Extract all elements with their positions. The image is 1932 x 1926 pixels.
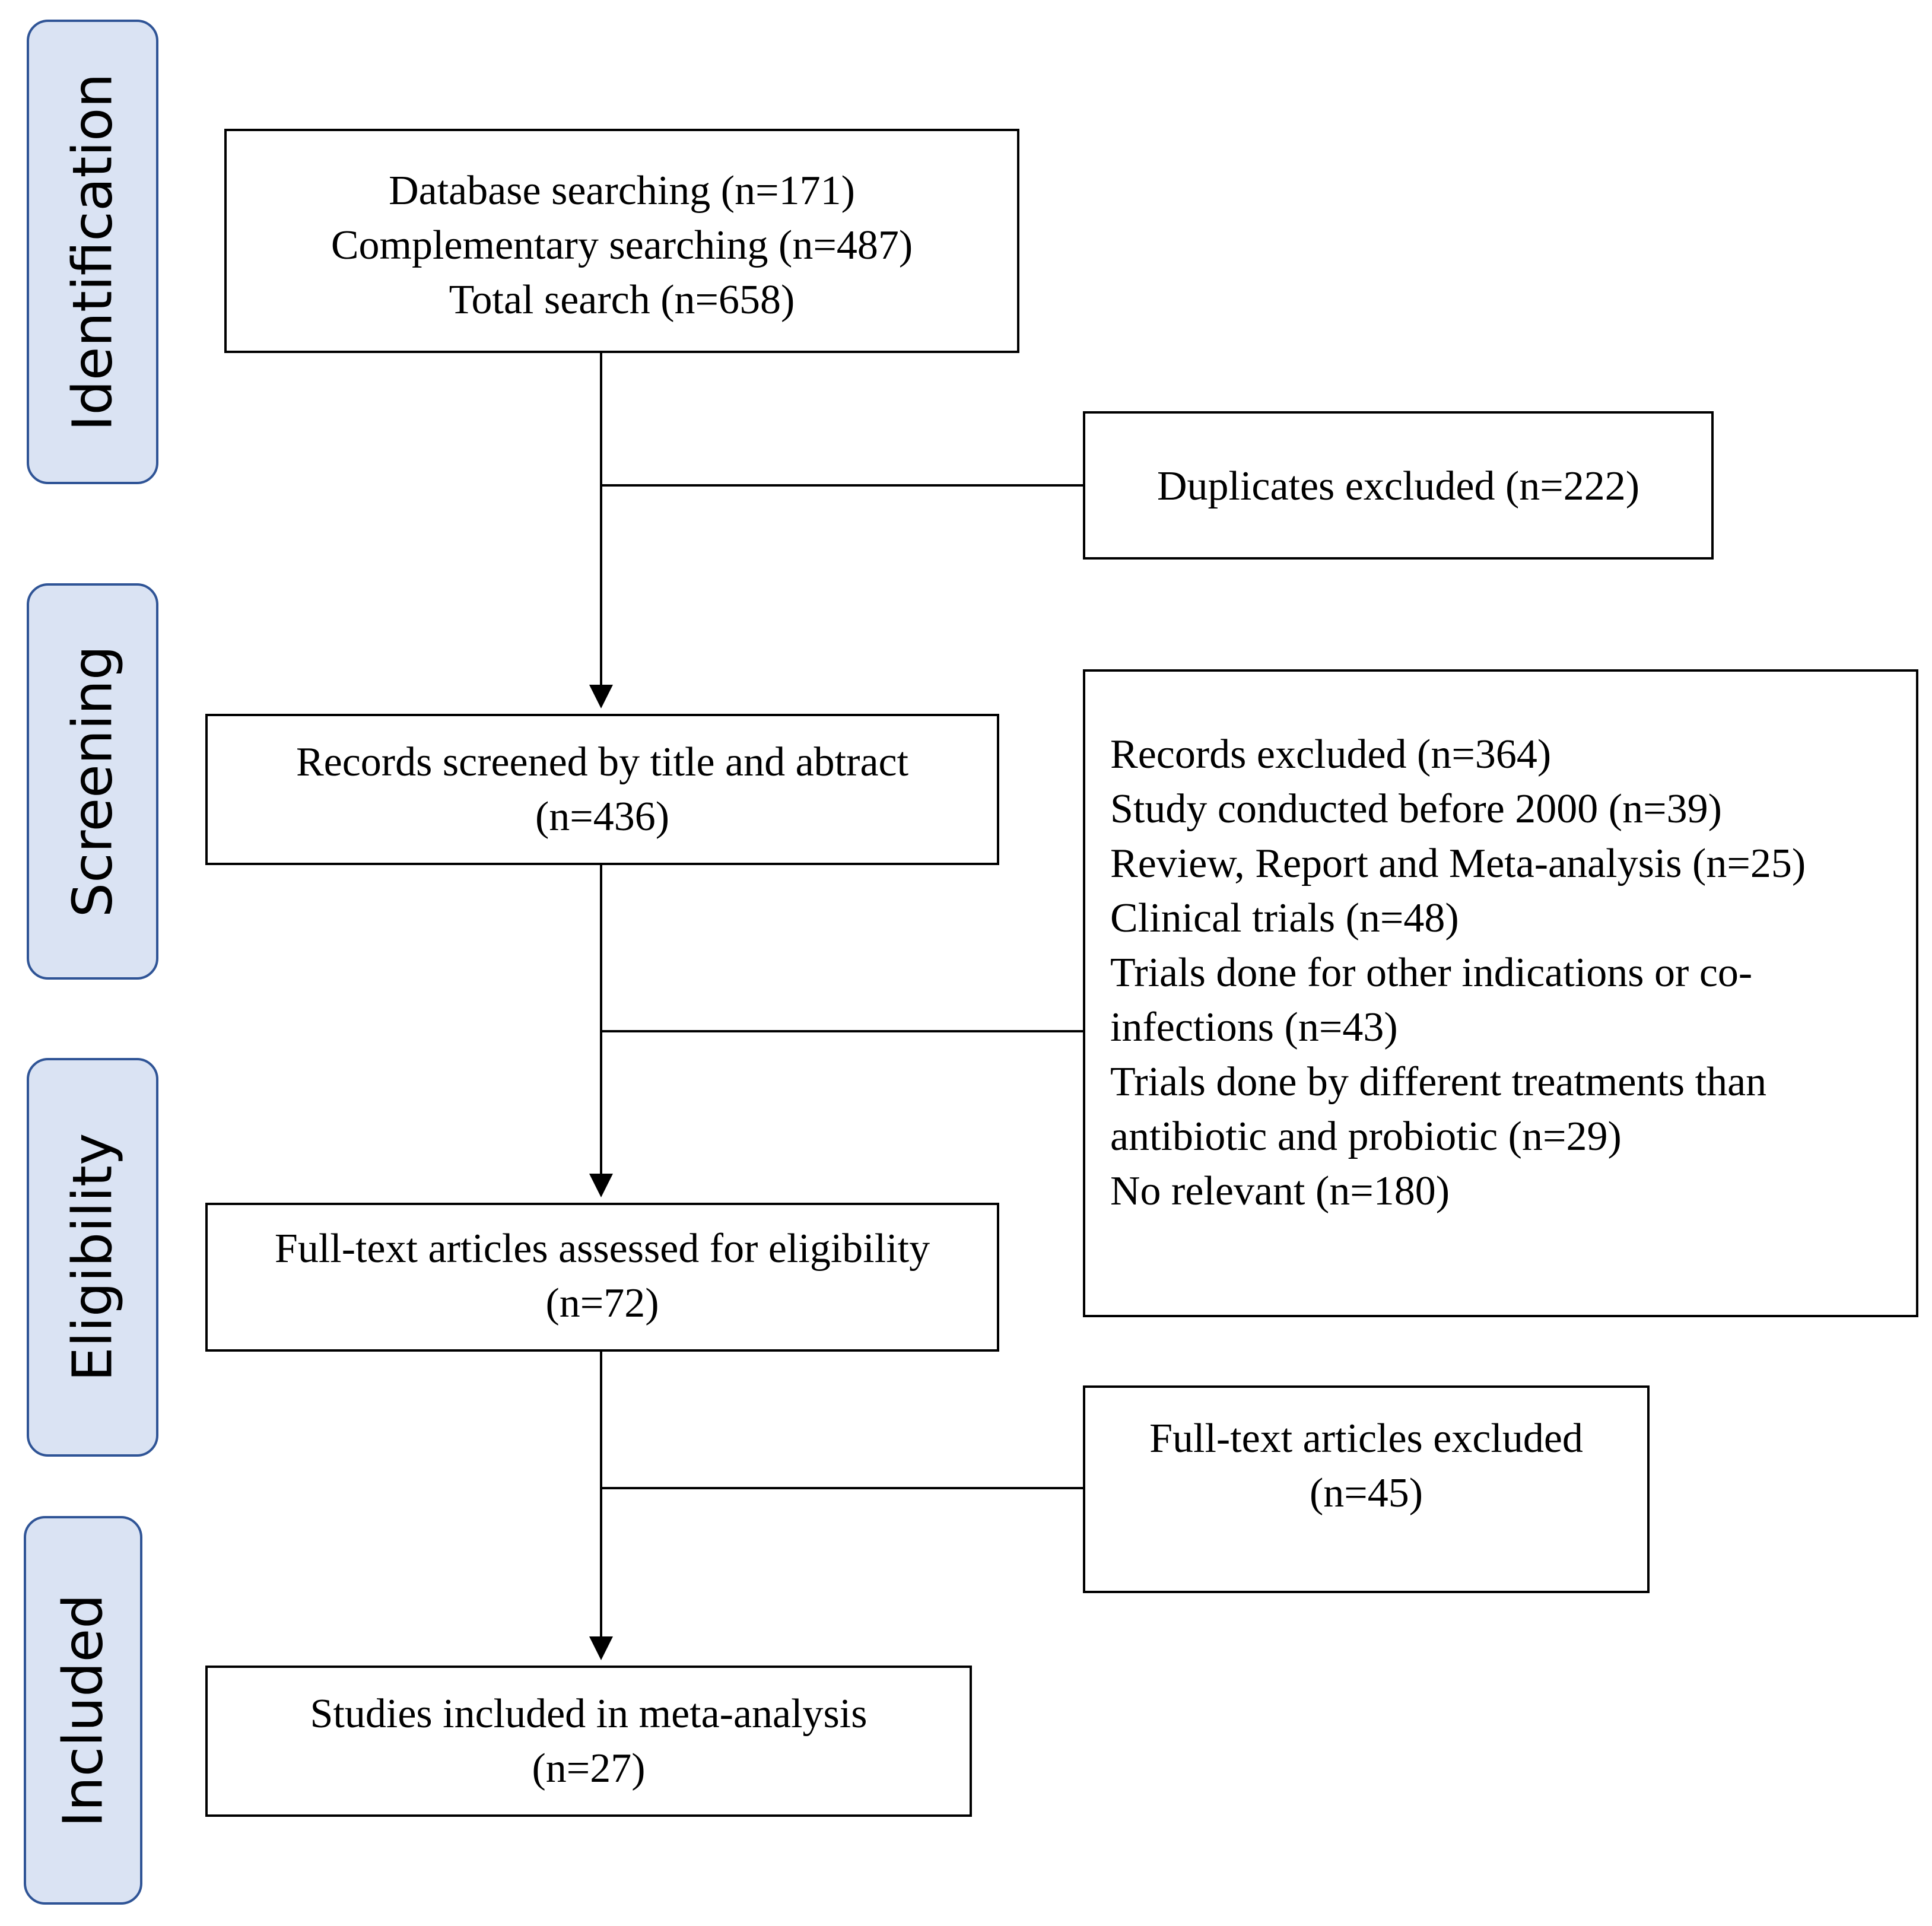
- search-total-line: Total search (n=658): [449, 277, 795, 323]
- excluded-other-indications: Trials done for other indications or co-: [1110, 950, 1753, 996]
- excluded-different-treatments: Trials done by different treatments than: [1110, 1059, 1767, 1105]
- records-excluded-box: Records excluded (n=364) Study conducted…: [1083, 669, 1918, 1317]
- stage-identification: Identification: [27, 20, 158, 484]
- eligibility-title: Full-text articles assessed for eligibil…: [274, 1226, 930, 1272]
- included-count: (n=27): [532, 1746, 646, 1791]
- duplicates-excluded-box: Duplicates excluded (n=222): [1083, 411, 1714, 560]
- records-screened-count: (n=436): [535, 794, 670, 840]
- search-box: Database searching (n=171) Complementary…: [224, 129, 1019, 353]
- records-screened-box: Records screened by title and abtract (n…: [205, 714, 999, 865]
- stage-screening: Screening: [27, 583, 158, 980]
- fulltext-excluded-title: Full-text articles excluded: [1149, 1416, 1583, 1461]
- records-screened-title: Records screened by title and abtract: [295, 739, 909, 785]
- excluded-other-indications-cont: infections (n=43): [1110, 1005, 1398, 1050]
- included-box: Studies included in meta-analysis (n=27): [205, 1666, 972, 1817]
- excluded-before-2000: Study conducted before 2000 (n=39): [1110, 786, 1722, 832]
- fulltext-excluded-box: Full-text articles excluded (n=45): [1083, 1385, 1650, 1593]
- excluded-review-report: Review, Report and Meta-analysis (n=25): [1110, 841, 1806, 886]
- search-complementary-line: Complementary searching (n=487): [331, 223, 913, 268]
- eligibility-box: Full-text articles assessed for eligibil…: [205, 1203, 999, 1352]
- search-database-line: Database searching (n=171): [389, 168, 855, 214]
- eligibility-count: (n=72): [545, 1280, 659, 1326]
- records-excluded-total: Records excluded (n=364): [1110, 732, 1552, 777]
- excluded-no-relevant: No relevant (n=180): [1110, 1168, 1450, 1214]
- fulltext-excluded-count: (n=45): [1309, 1470, 1423, 1516]
- stage-included: Included: [24, 1516, 142, 1905]
- duplicates-excluded-text: Duplicates excluded (n=222): [1156, 463, 1640, 509]
- included-title: Studies included in meta-analysis: [310, 1691, 868, 1737]
- stage-eligibility: Eligibility: [27, 1058, 158, 1457]
- excluded-different-treatments-cont: antibiotic and probiotic (n=29): [1110, 1114, 1622, 1159]
- excluded-clinical-trials: Clinical trials (n=48): [1110, 895, 1459, 941]
